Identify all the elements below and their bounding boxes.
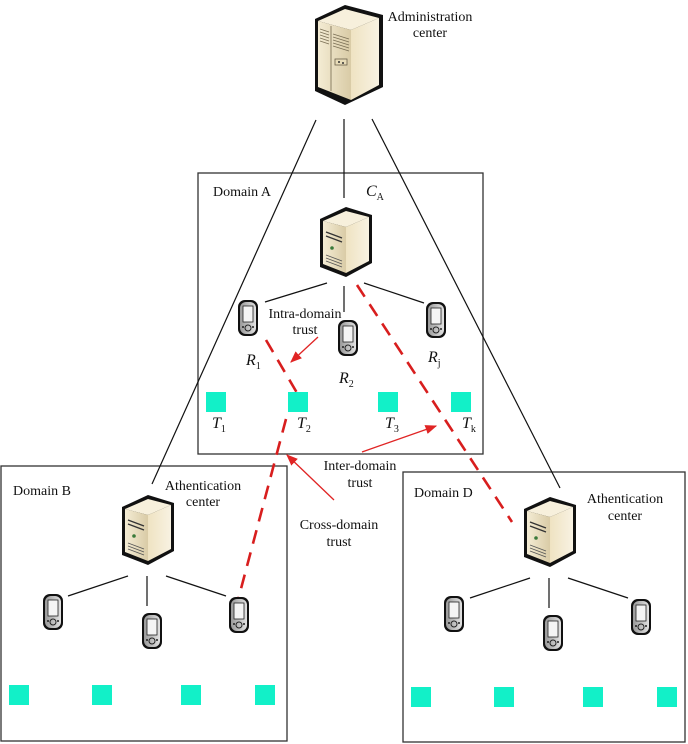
domain-b-label: Domain B xyxy=(13,484,71,499)
inter-domain-arrow xyxy=(361,425,438,453)
domain-d-terminal-1 xyxy=(411,687,431,707)
intra-domain-label-line2: trust xyxy=(293,323,318,338)
d-center-to-reader1-link xyxy=(469,577,531,599)
domain-d-box xyxy=(402,471,686,743)
admin-to-domain-d-link xyxy=(371,118,561,489)
terminal-t1 xyxy=(206,392,226,412)
admin-label-line1: Administration xyxy=(388,10,473,25)
domain-d-reader-3-icon xyxy=(630,598,652,636)
reader-rj-label: Rj xyxy=(427,349,441,369)
reader-rj-icon xyxy=(425,301,447,339)
cross-domain-label-line1: Cross-domain xyxy=(300,518,379,533)
terminal-tk xyxy=(451,392,471,412)
reader-r2-label: R2 xyxy=(338,370,354,390)
ca-label: CA xyxy=(366,183,385,203)
d-center-to-reader3-link xyxy=(567,577,629,599)
b-center-to-reader1-link xyxy=(67,575,129,597)
terminal-t3 xyxy=(378,392,398,412)
cross-domain-trust-line xyxy=(236,418,288,601)
reader-r2-icon xyxy=(337,319,359,357)
terminal-t2-label: T2 xyxy=(297,415,311,435)
terminal-t3-label: T3 xyxy=(385,415,399,435)
domain-b-terminal-4 xyxy=(255,685,275,705)
domain-b-terminal-3 xyxy=(181,685,201,705)
intra-domain-trust-line xyxy=(264,339,302,399)
domain-b-auth-server-icon xyxy=(121,494,175,566)
cross-domain-label-line2: trust xyxy=(327,535,352,550)
terminal-t1-label: T1 xyxy=(212,415,226,435)
intra-domain-arrow xyxy=(290,336,319,363)
domain-b-center-label-line1: Athentication xyxy=(165,479,241,494)
domain-b-center-label-line2: center xyxy=(186,495,221,510)
domain-b-terminal-1 xyxy=(9,685,29,705)
cross-domain-arrow xyxy=(286,454,335,501)
domain-a-label: Domain A xyxy=(213,185,272,200)
domain-a-box xyxy=(197,172,484,455)
reader-r1-icon xyxy=(237,299,259,337)
terminal-t2 xyxy=(288,392,308,412)
b-center-to-reader3-link xyxy=(165,575,227,597)
domain-d-terminal-4 xyxy=(657,687,677,707)
domain-b-terminal-2 xyxy=(92,685,112,705)
admin-label-line2: center xyxy=(413,26,448,41)
domain-d-center-label-line1: Athentication xyxy=(587,492,663,507)
domain-d-center-label-line2: center xyxy=(608,509,643,524)
reader-r1-label: R1 xyxy=(245,352,261,372)
ca-to-r1-link xyxy=(264,282,328,303)
domain-b-box xyxy=(0,465,288,742)
inter-domain-label-line2: trust xyxy=(348,476,373,491)
domain-b-reader-1-icon xyxy=(42,593,64,631)
domain-d-auth-server-icon xyxy=(523,496,577,568)
domain-d-reader-1-icon xyxy=(443,595,465,633)
domain-d-label: Domain D xyxy=(414,486,473,501)
ca-to-rj-link xyxy=(363,282,425,304)
domain-b-reader-2-icon xyxy=(141,612,163,650)
domain-d-reader-2-icon xyxy=(542,614,564,652)
inter-domain-label-line1: Inter-domain xyxy=(324,459,397,474)
rack-server-icon xyxy=(315,5,383,105)
domain-d-terminal-3 xyxy=(583,687,603,707)
admin-to-domain-b-link xyxy=(151,119,317,485)
intra-domain-label-line1: Intra-domain xyxy=(268,307,341,322)
domain-d-terminal-2 xyxy=(494,687,514,707)
ca-server-icon xyxy=(319,206,373,278)
inter-domain-trust-line xyxy=(355,284,514,523)
domain-b-reader-3-icon xyxy=(228,596,250,634)
terminal-tk-label: Tk xyxy=(462,415,476,435)
